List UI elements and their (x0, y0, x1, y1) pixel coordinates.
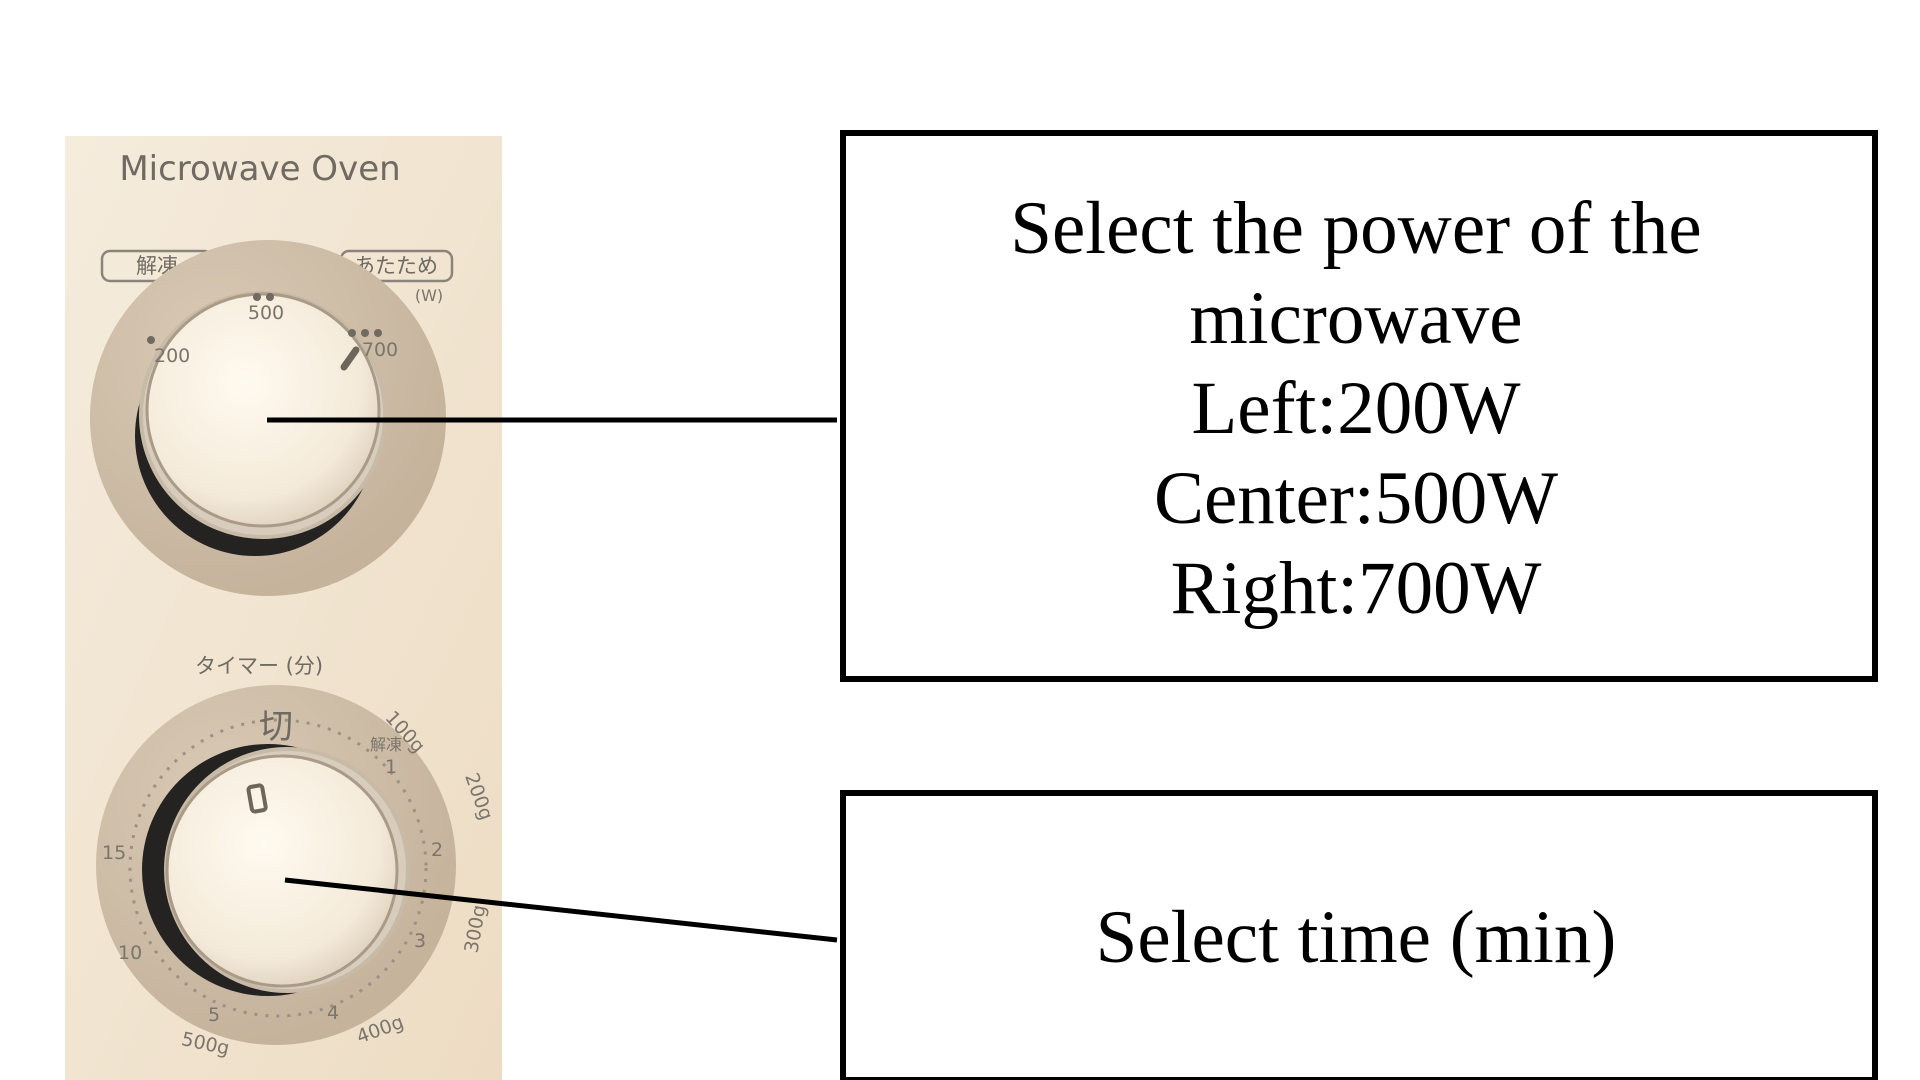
panel-title: Microwave Oven (119, 149, 400, 189)
power-700-dot-3 (374, 329, 382, 337)
timer-4-label: 4 (327, 1002, 339, 1024)
timer-dial-scale (128, 718, 428, 1018)
power-callout-line-3: Left:200W (1191, 367, 1520, 450)
timer-defrost-small-label: 解凍 (370, 735, 402, 754)
power-callout-line-4: Center:500W (1154, 457, 1558, 540)
power-500-dot-1 (253, 293, 261, 301)
timer-10-label: 10 (118, 942, 142, 964)
power-dial-pointer (340, 346, 360, 371)
power-callout-line-1: Select the power of the (1010, 187, 1701, 270)
power-callout-line-2: microwave (1189, 277, 1522, 360)
timer-15-label: 15 (102, 842, 126, 864)
time-callout-text: Select time (min) (1096, 896, 1617, 979)
timer-off-label: 切 (259, 707, 293, 747)
watt-unit-label: (W) (415, 286, 443, 305)
timer-dial-face (165, 754, 399, 988)
power-500-dot-2 (266, 293, 274, 301)
microwave-control-panel: Microwave Oven 解凍 あたため (W) 200 500 700 タ… (65, 136, 502, 1080)
power-700-label: 700 (362, 339, 398, 361)
timer-1-label: 1 (385, 756, 397, 778)
timer-5-label: 5 (208, 1004, 220, 1026)
time-callout-box (840, 790, 1878, 1080)
timer-dial: 切 解凍 1 2 3 4 5 10 15 100g 200g 300g 400g… (96, 685, 497, 1060)
timer-3-label: 3 (414, 930, 426, 952)
power-200-dot (147, 336, 155, 344)
timer-dial-pointer (246, 783, 268, 814)
power-dial-face (145, 292, 381, 528)
timer-label: タイマー (分) (195, 654, 323, 678)
power-callout-line-5: Right:700W (1171, 547, 1542, 630)
power-700-dot-1 (348, 329, 356, 337)
power-500-label: 500 (248, 302, 284, 324)
timer-2-label: 2 (431, 839, 443, 861)
time-callout-line (284, 877, 838, 943)
power-700-dot-2 (361, 329, 369, 337)
power-callout-box (840, 130, 1878, 682)
power-200-label: 200 (154, 345, 190, 367)
